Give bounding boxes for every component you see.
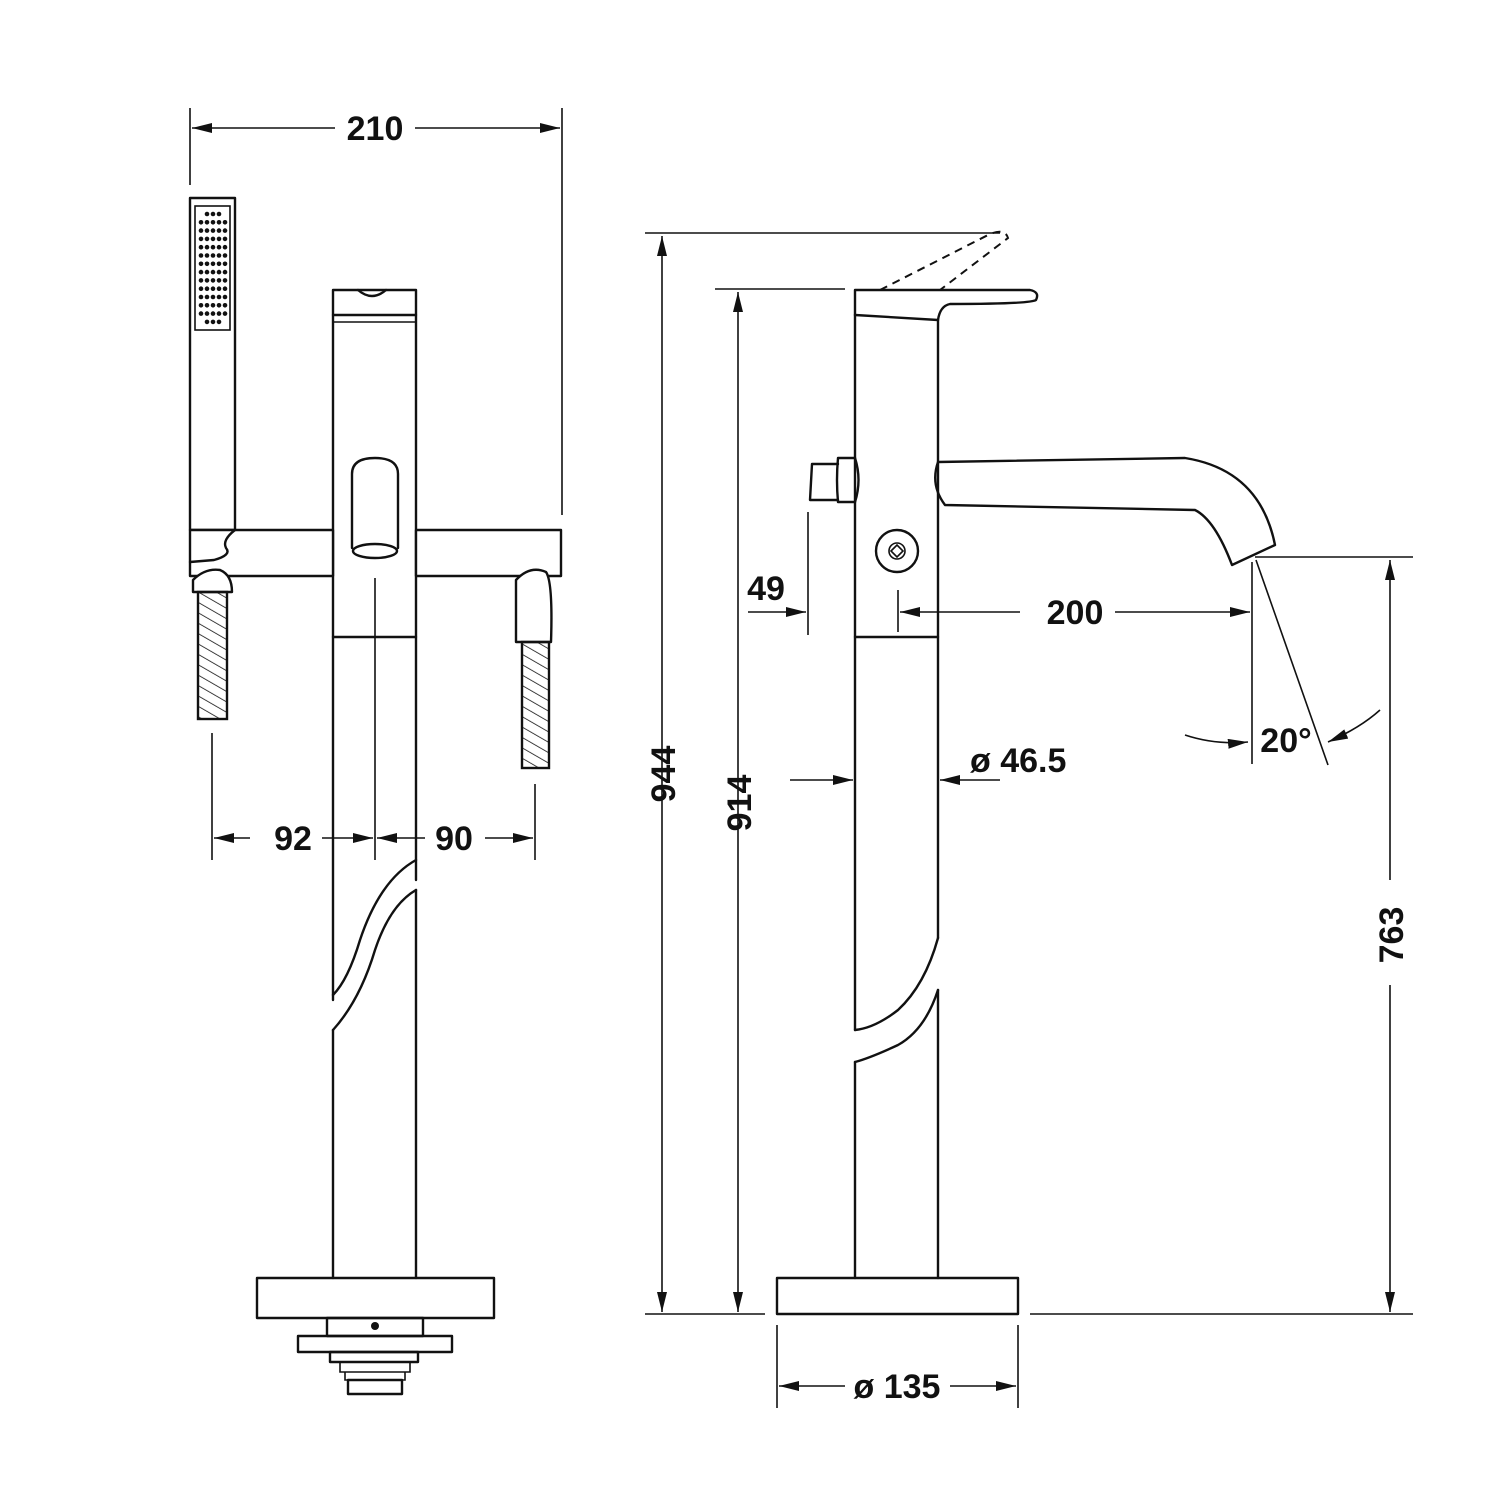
dim-spout-height: 763 — [1373, 907, 1411, 964]
front-body — [331, 288, 418, 1280]
dim-body-height: 914 — [721, 775, 759, 832]
nozzle-dot — [222, 286, 228, 292]
nozzle-dot — [216, 294, 222, 300]
side-body — [853, 313, 940, 1280]
side-base — [775, 1276, 1020, 1316]
nozzle-dot — [198, 278, 204, 283]
nozzle-dot — [222, 303, 228, 308]
nozzle-dot — [198, 253, 204, 258]
nozzle-dot — [216, 228, 222, 233]
nozzle-dot — [210, 253, 216, 258]
nozzle-dot — [198, 294, 204, 300]
nozzle-dot — [204, 236, 210, 242]
nozzle-dot — [222, 261, 228, 267]
front-base — [255, 1276, 496, 1396]
nozzle-dot — [216, 220, 222, 225]
side-lever — [853, 230, 1039, 322]
nozzle-dot — [222, 269, 228, 275]
nozzle-dot — [198, 220, 204, 225]
nozzle-dot — [204, 261, 210, 267]
nozzle-dot — [198, 286, 204, 292]
nozzle-dot — [216, 236, 222, 242]
side-spout — [934, 456, 1277, 567]
nozzle-dot — [222, 236, 228, 242]
nozzle-dot — [210, 303, 216, 308]
nozzle-dot — [216, 278, 222, 283]
nozzle-dot — [204, 220, 210, 225]
nozzle-dot — [222, 311, 228, 316]
dim-overall-width: 210 — [347, 110, 404, 148]
nozzle-dot — [210, 311, 216, 316]
dim-base-diameter: ø 135 — [854, 1368, 941, 1406]
dim-right-offset: 90 — [435, 820, 473, 858]
dim-body-diameter: ø 46.5 — [970, 742, 1066, 780]
nozzle-dot — [204, 303, 210, 308]
side-view: 944 914 763 49 200 20° ø 46.5 ø 135 — [645, 230, 1413, 1408]
nozzle-dot — [210, 236, 216, 242]
nozzle-dot — [216, 244, 222, 250]
nozzle-dot — [216, 211, 222, 217]
nozzle-dot — [204, 311, 210, 316]
nozzle-dot — [222, 244, 228, 250]
nozzle-dot — [198, 261, 204, 267]
nozzle-dot — [222, 294, 228, 300]
shower-nozzles — [198, 211, 228, 325]
nozzle-dot — [198, 303, 204, 308]
nozzle-dot — [198, 244, 204, 250]
supply-pipes — [191, 568, 553, 770]
dim-spout-reach: 200 — [1047, 594, 1104, 632]
nozzle-dot — [204, 253, 210, 258]
nozzle-dot — [216, 269, 222, 275]
nozzle-dot — [204, 244, 210, 250]
nozzle-dot — [204, 211, 210, 217]
nozzle-dot — [222, 278, 228, 283]
nozzle-dot — [198, 228, 204, 233]
nozzle-dot — [222, 220, 228, 225]
nozzle-dot — [216, 319, 222, 325]
nozzle-dot — [204, 228, 210, 233]
nozzle-dot — [210, 294, 216, 300]
side-knob — [808, 456, 920, 574]
nozzle-dot — [198, 269, 204, 275]
nozzle-dot — [210, 269, 216, 275]
nozzle-dot — [210, 261, 216, 267]
nozzle-dot — [210, 286, 216, 292]
dim-lever-gap: 49 — [747, 570, 785, 608]
nozzle-dot — [222, 253, 228, 258]
nozzle-dot — [198, 311, 204, 316]
nozzle-dot — [216, 286, 222, 292]
nozzle-dot — [216, 303, 222, 308]
side-dimensions — [645, 232, 1413, 1408]
nozzle-dot — [216, 253, 222, 258]
nozzle-dot — [210, 220, 216, 225]
nozzle-dot — [204, 286, 210, 292]
nozzle-dot — [210, 211, 216, 217]
nozzle-dot — [204, 278, 210, 283]
nozzle-dot — [210, 244, 216, 250]
hand-shower — [188, 196, 237, 532]
nozzle-dot — [210, 228, 216, 233]
nozzle-dot — [198, 236, 204, 242]
front-view: 210 92 90 — [188, 108, 563, 1396]
nozzle-dot — [222, 228, 228, 233]
cross-bar — [188, 528, 563, 578]
nozzle-dot — [210, 319, 216, 325]
nozzle-dot — [210, 278, 216, 283]
nozzle-dot — [216, 261, 222, 267]
front-dimensions — [189, 108, 563, 860]
dim-total-height: 944 — [645, 746, 683, 803]
nozzle-dot — [216, 311, 222, 316]
nozzle-dot — [204, 294, 210, 300]
dim-spout-angle: 20° — [1260, 722, 1311, 760]
nozzle-dot — [204, 269, 210, 275]
dim-left-offset: 92 — [274, 820, 312, 858]
nozzle-dot — [204, 319, 210, 325]
